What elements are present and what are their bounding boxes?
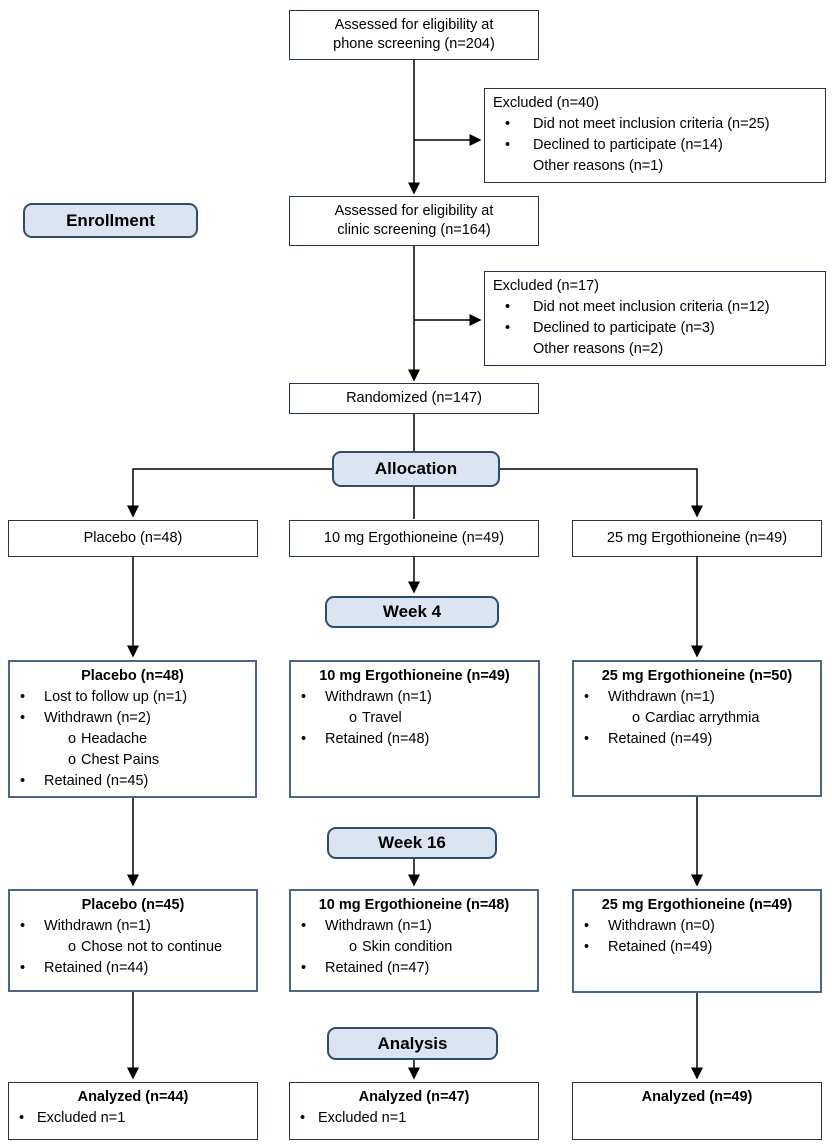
week16-dose10-item: • Withdrawn (n=1) [291,916,537,937]
stage-label-allocation: Allocation [332,451,500,487]
bullet-icon: • [20,773,26,789]
box-week16-dose10: 10 mg Ergothioneine (n=48) • Withdrawn (… [289,889,539,992]
box-excluded-clinic: Excluded (n=17) • Did not meet inclusion… [484,271,826,366]
box-week16-placebo: Placebo (n=45) • Withdrawn (n=1) o Chose… [8,889,258,992]
box-analyzed-dose10: Analyzed (n=47) • Excluded n=1 [289,1082,539,1140]
bullet-icon: • [584,731,590,747]
week4-placebo-subitem: o Headache [10,729,255,750]
box-week4-dose25: 25 mg Ergothioneine (n=50) • Withdrawn (… [572,660,822,797]
week4-dose10-item: • Retained (n=48) [291,729,538,750]
bullet-icon: • [584,918,590,934]
week4-dose25-item: • Retained (n=49) [574,729,820,750]
week4-dose25-subitem: o Cardiac arrythmia [574,708,820,729]
stage-label-week16: Week 16 [327,827,497,859]
stage-label-analysis: Analysis [327,1027,498,1060]
analyzed-dose10-item: • Excluded n=1 [290,1108,538,1129]
excluded-phone-item: • Did not meet inclusion criteria (n=25) [485,114,825,135]
bullet-icon: • [584,939,590,955]
week4-dose10-item: • Withdrawn (n=1) [291,687,538,708]
week4-dose10-subitem: o Travel [291,708,538,729]
box-randomized: Randomized (n=147) [289,383,539,414]
excluded-clinic-item: Other reasons (n=2) [485,339,825,360]
week4-placebo-item: • Retained (n=45) [10,771,255,792]
week4-dose25-item: • Withdrawn (n=1) [574,687,820,708]
bullet-icon [505,339,533,360]
bullet-icon: • [19,1110,25,1126]
bullet-icon: • [301,731,307,747]
bullet-icon: • [505,320,511,336]
bullet-icon: • [301,918,307,934]
box-clinic-screening: Assessed for eligibility at clinic scree… [289,196,539,246]
circle-bullet-icon: o [632,710,641,726]
bullet-icon: • [300,1110,306,1126]
excluded-phone-item: • Declined to participate (n=14) [485,135,825,156]
week4-placebo-item: • Lost to follow up (n=1) [10,687,255,708]
bullet-icon: • [20,689,26,705]
stage-label-enrollment: Enrollment [23,203,198,238]
bullet-icon: • [505,299,511,315]
week4-placebo-subitem: o Chest Pains [10,750,255,771]
week16-placebo-item: • Retained (n=44) [10,958,256,979]
box-week4-dose10: 10 mg Ergothioneine (n=49) • Withdrawn (… [289,660,540,798]
week16-dose10-subitem: o Skin condition [291,937,537,958]
bullet-icon: • [505,116,511,132]
phone-screening-line1: Assessed for eligibility at [334,17,494,33]
circle-bullet-icon: o [68,752,77,768]
bullet-icon: • [505,137,511,153]
box-analyzed-placebo: Analyzed (n=44) • Excluded n=1 [8,1082,258,1140]
box-week4-placebo: Placebo (n=48) • Lost to follow up (n=1)… [8,660,257,798]
box-alloc-dose10: 10 mg Ergothioneine (n=49) [289,520,539,557]
box-excluded-phone: Excluded (n=40) • Did not meet inclusion… [484,88,826,183]
bullet-icon: • [20,960,26,976]
circle-bullet-icon: o [68,731,77,747]
excluded-phone-item: Other reasons (n=1) [485,156,825,177]
week16-dose25-item: • Retained (n=49) [574,937,820,958]
box-alloc-placebo: Placebo (n=48) [8,520,258,557]
bullet-icon: • [301,689,307,705]
analyzed-placebo-item: • Excluded n=1 [9,1108,257,1129]
week16-placebo-subitem: o Chose not to continue [10,937,256,958]
excluded-clinic-item: • Did not meet inclusion criteria (n=12) [485,297,825,318]
phone-screening-line2: phone screening (n=204) [333,36,495,52]
excluded-phone-title: Excluded (n=40) [493,95,599,111]
week16-dose10-item: • Retained (n=47) [291,958,537,979]
bullet-icon: • [20,918,26,934]
clinic-screening-line2: clinic screening (n=164) [337,222,491,238]
bullet-icon: • [584,689,590,705]
circle-bullet-icon: o [349,710,358,726]
circle-bullet-icon: o [349,939,358,955]
excluded-clinic-title: Excluded (n=17) [493,278,599,294]
clinic-screening-line1: Assessed for eligibility at [334,203,494,219]
box-analyzed-dose25: Analyzed (n=49) [572,1082,822,1140]
bullet-icon: • [20,710,26,726]
bullet-icon: • [301,960,307,976]
week16-dose25-item: • Withdrawn (n=0) [574,916,820,937]
stage-label-week4: Week 4 [325,596,499,628]
circle-bullet-icon: o [68,939,77,955]
bullet-icon [505,156,533,177]
box-alloc-dose25: 25 mg Ergothioneine (n=49) [572,520,822,557]
box-phone-screening: Assessed for eligibility at phone screen… [289,10,539,60]
box-week16-dose25: 25 mg Ergothioneine (n=49) • Withdrawn (… [572,889,822,993]
week16-placebo-item: • Withdrawn (n=1) [10,916,256,937]
excluded-clinic-item: • Declined to participate (n=3) [485,318,825,339]
week4-placebo-item: • Withdrawn (n=2) [10,708,255,729]
